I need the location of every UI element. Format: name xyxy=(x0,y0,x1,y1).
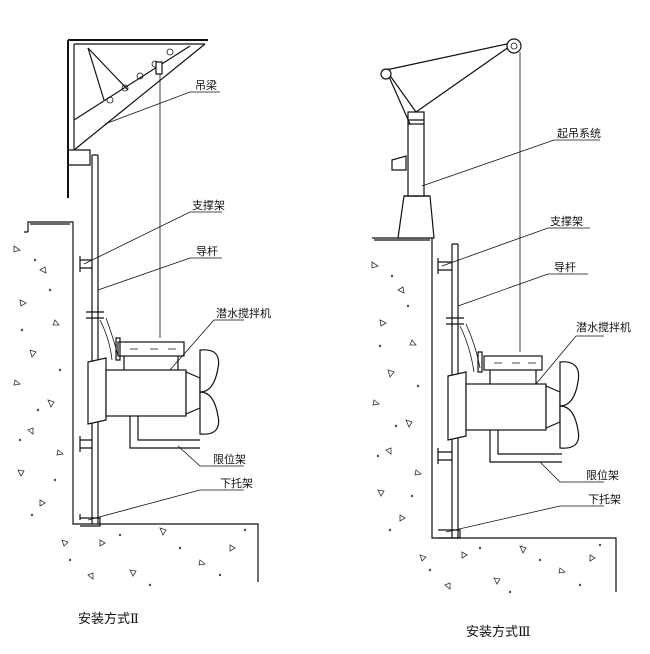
label-limit-frame: 限位架 xyxy=(213,452,246,466)
label-mixer: 潜水搅拌机 xyxy=(216,306,271,320)
label-lifting-system: 起吊系统 xyxy=(557,127,601,140)
label-limit-frame-r: 限位架 xyxy=(586,468,619,482)
label-guide-rod-r: 导杆 xyxy=(554,260,576,274)
right-lifting-system xyxy=(380,38,522,239)
caption-left: 安装方式Ⅱ xyxy=(78,611,139,627)
left-hoist-beam xyxy=(67,39,208,198)
left-mixer xyxy=(87,317,220,449)
left-concrete-texture xyxy=(13,245,247,587)
label-hoist-beam: 吊梁 xyxy=(195,78,217,92)
label-support-frame-r: 支撑架 xyxy=(550,214,583,228)
diagram-right: 起吊系统 支撑架 导杆 潜水搅拌机 限位架 下托架 安装方式Ⅲ xyxy=(371,38,631,640)
label-support-frame: 支撑架 xyxy=(192,198,225,212)
right-mixer xyxy=(447,323,580,463)
left-tank-wall xyxy=(24,221,259,582)
right-leaders xyxy=(421,139,604,533)
caption-right: 安装方式Ⅲ xyxy=(466,624,531,640)
left-guide-rod xyxy=(79,154,104,527)
label-guide-rod: 导杆 xyxy=(196,244,218,258)
left-leaders xyxy=(83,91,244,521)
right-concrete-texture xyxy=(371,261,602,594)
label-lower-bracket: 下托架 xyxy=(220,476,253,490)
diagram-left: 吊梁 支撑架 导杆 潜水搅拌机 限位架 下托架 安装方式Ⅱ xyxy=(13,39,271,627)
label-mixer-r: 潜水搅拌机 xyxy=(576,320,631,334)
label-lower-bracket-r: 下托架 xyxy=(588,492,621,506)
